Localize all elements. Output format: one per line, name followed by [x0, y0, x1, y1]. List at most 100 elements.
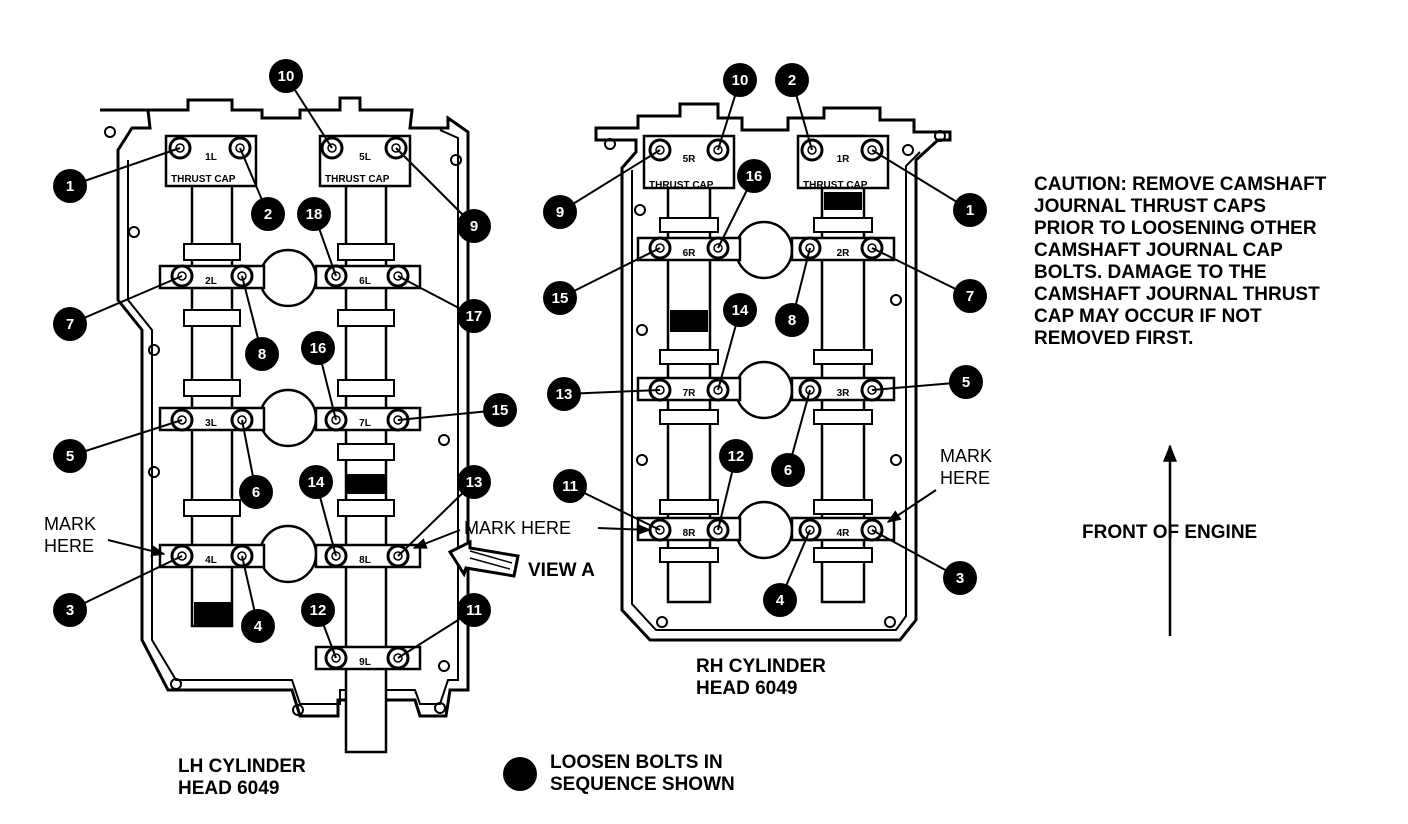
- rh-leader-7: [871, 247, 971, 297]
- legend-line-1: LOOSEN BOLTS IN: [550, 752, 723, 773]
- rh-sequence-number-7: 7: [966, 288, 974, 305]
- rh-head-label-line-1: RH CYLINDER: [696, 656, 826, 677]
- cap-label-1l: 1L: [205, 152, 217, 163]
- rh-sequence-number-1: 1: [966, 202, 974, 219]
- rh-sequence-callout-1: 1: [953, 193, 987, 227]
- rh-sequence-number-3: 3: [956, 570, 964, 587]
- rh-sequence-number-14: 14: [732, 302, 749, 319]
- lh-head-inner-outline: [127, 129, 459, 705]
- rh-thrust-cap-label-1: THRUST CAP: [649, 180, 714, 191]
- lh-sequence-number-7: 7: [66, 316, 74, 333]
- lh-leader-5: [69, 419, 183, 457]
- rh-head-outline: [594, 102, 952, 642]
- cap-label-2l: 2L: [205, 276, 217, 287]
- lh-leader-15: [397, 409, 501, 421]
- rh-sequence-callout-13: 13: [547, 377, 581, 411]
- mark-here-lh-line-2: HERE: [44, 536, 94, 556]
- lh-sequence-number-9: 9: [470, 218, 478, 235]
- lh-sequence-number-8: 8: [258, 346, 266, 363]
- rh-sequence-callout-6: 6: [771, 453, 805, 487]
- rh-sequence-callout-4: 4: [763, 583, 797, 617]
- lh-sequence-callout-2: 2: [251, 197, 285, 231]
- rh-sequence-number-2: 2: [788, 72, 796, 89]
- lh-sequence-callout-12: 12: [301, 593, 335, 627]
- lh-sequence-number-12: 12: [310, 602, 327, 619]
- rh-head-label-line-2: HEAD 6049: [696, 678, 797, 699]
- cap-label-4r: 4R: [837, 528, 851, 539]
- rh-sequence-number-15: 15: [552, 290, 569, 307]
- lh-sequence-number-2: 2: [264, 206, 272, 223]
- lh-sequence-number-13: 13: [466, 474, 483, 491]
- lh-sequence-callout-13: 13: [457, 465, 491, 499]
- lh-leader-13: [397, 481, 475, 557]
- rh-leader-9: [559, 149, 661, 213]
- lh-sequence-callout-15: 15: [483, 393, 517, 427]
- lh-sequence-callout-7: 7: [53, 307, 87, 341]
- cap-label-2r: 2R: [837, 248, 851, 259]
- lh-sequence-callout-18: 18: [297, 197, 331, 231]
- rh-sequence-number-4: 4: [776, 592, 785, 609]
- mark-here-rh-line-2: HERE: [940, 468, 990, 488]
- view-a-arrow: [447, 539, 520, 578]
- lh-sequence-callout-4: 4: [241, 609, 275, 643]
- lh-leader-7: [69, 275, 183, 325]
- mark-here-rh-line-1: MARK: [940, 446, 992, 466]
- view-a-label: VIEW A: [528, 560, 595, 581]
- caution-line-7: CAP MAY OCCUR IF NOT: [1034, 306, 1262, 327]
- rh-sequence-callout-8: 8: [775, 303, 809, 337]
- rh-sequence-callout-16: 16: [737, 159, 771, 193]
- rh-sequence-callout-5: 5: [949, 365, 983, 399]
- lh-leader-3: [69, 555, 183, 611]
- cap-label-6r: 6R: [683, 248, 697, 259]
- rh-leader-15: [559, 247, 661, 299]
- rh-sequence-number-11: 11: [562, 478, 578, 495]
- rh-sequence-callout-10: 10: [723, 63, 757, 97]
- mark-here-center: MARK HERE: [464, 518, 571, 538]
- lh-cylinder-head: [100, 96, 470, 754]
- lh-sequence-number-15: 15: [492, 402, 509, 419]
- lh-head-label-line-2: HEAD 6049: [178, 778, 279, 799]
- cap-label-7r: 7R: [683, 388, 697, 399]
- cap-label-8l: 8L: [359, 555, 371, 566]
- cap-label-1r: 1R: [837, 154, 851, 165]
- lh-sequence-callout-8: 8: [245, 337, 279, 371]
- rh-sequence-callout-11: 11: [553, 469, 587, 503]
- lh-sequence-number-17: 17: [466, 308, 483, 325]
- lh-sequence-number-18: 18: [306, 206, 323, 223]
- caution-line-2: JOURNAL THRUST CAPS: [1034, 196, 1266, 217]
- legend-line-2: SEQUENCE SHOWN: [550, 774, 735, 795]
- lh-sequence-number-6: 6: [252, 484, 260, 501]
- lh-sequence-number-16: 16: [310, 340, 327, 357]
- lh-sequence-callout-6: 6: [239, 475, 273, 509]
- caution-line-3: PRIOR TO LOOSENING OTHER: [1034, 218, 1317, 239]
- rh-sequence-callout-12: 12: [719, 439, 753, 473]
- rh-sequence-number-12: 12: [728, 448, 745, 465]
- rh-thrust-cap-label-2: THRUST CAP: [803, 180, 868, 191]
- lh-sequence-number-3: 3: [66, 602, 74, 619]
- cap-label-9l: 9L: [359, 657, 371, 668]
- lh-sequence-callout-3: 3: [53, 593, 87, 627]
- caution-line-4: CAMSHAFT JOURNAL CAP: [1034, 240, 1283, 261]
- cap-label-7l: 7L: [359, 418, 371, 429]
- rh-bolt-4: [798, 518, 822, 542]
- rh-sequence-callout-2: 2: [775, 63, 809, 97]
- lh-sequence-callout-9: 9: [457, 209, 491, 243]
- lh-sequence-number-10: 10: [278, 68, 295, 85]
- rh-sequence-number-10: 10: [732, 72, 749, 89]
- lh-leader-9: [395, 147, 475, 227]
- cap-label-3l: 3L: [205, 418, 217, 429]
- lh-sequence-callout-11: 11: [457, 593, 491, 627]
- cap-label-8r: 8R: [683, 528, 697, 539]
- lh-sequence-number-11: 11: [466, 602, 482, 619]
- caution-line-8: REMOVED FIRST.: [1034, 328, 1193, 349]
- cap-label-5r: 5R: [683, 154, 697, 165]
- rh-sequence-callout-14: 14: [723, 293, 757, 327]
- mark-here-lh-line-1: MARK: [44, 514, 96, 534]
- lh-sequence-number-4: 4: [254, 618, 263, 635]
- cap-label-5l: 5L: [359, 152, 371, 163]
- rh-sequence-callout-7: 7: [953, 279, 987, 313]
- cap-label-4l: 4L: [205, 555, 217, 566]
- lh-sequence-number-1: 1: [66, 178, 74, 195]
- rh-sequence-number-16: 16: [746, 168, 763, 185]
